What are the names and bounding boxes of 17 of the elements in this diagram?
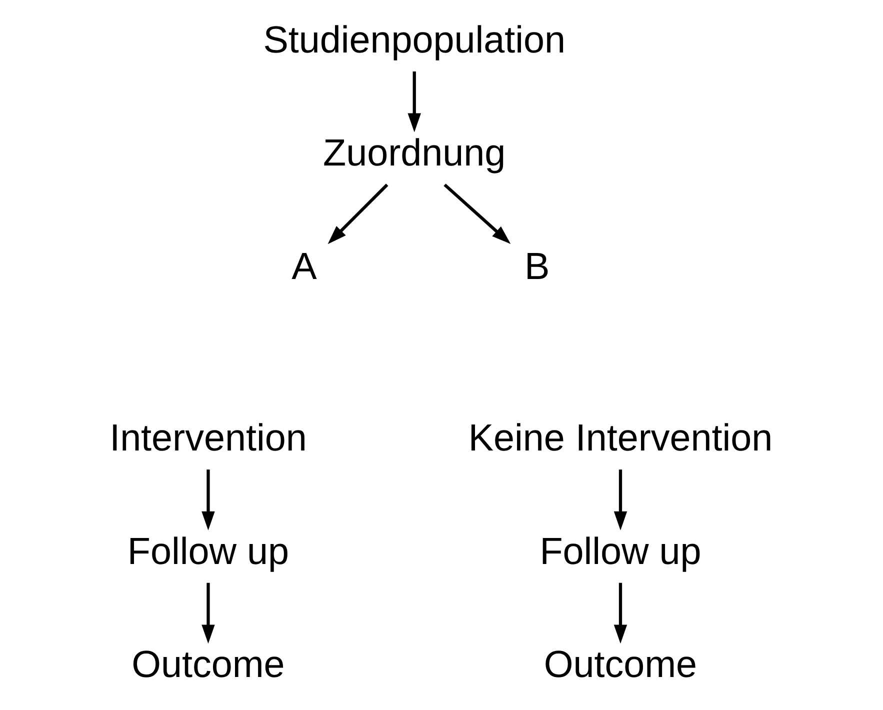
node-text: Follow up (127, 530, 290, 573)
node-text: Follow up (540, 530, 702, 573)
arrow (614, 470, 628, 530)
arrow (328, 184, 388, 244)
node-text: Studienpopulation (263, 19, 566, 62)
arrow (614, 582, 628, 644)
node-text: Outcome (544, 644, 698, 686)
arrow (444, 184, 511, 244)
node-text: B (524, 246, 550, 288)
arrow (202, 470, 215, 530)
arrow (408, 71, 421, 132)
node-text: A (292, 246, 317, 288)
node-text: Zuordnung (323, 132, 506, 175)
node-text: Keine Intervention (468, 418, 773, 460)
node-text: Outcome (132, 644, 285, 686)
node-text: Intervention (110, 418, 307, 460)
arrow (202, 582, 215, 644)
